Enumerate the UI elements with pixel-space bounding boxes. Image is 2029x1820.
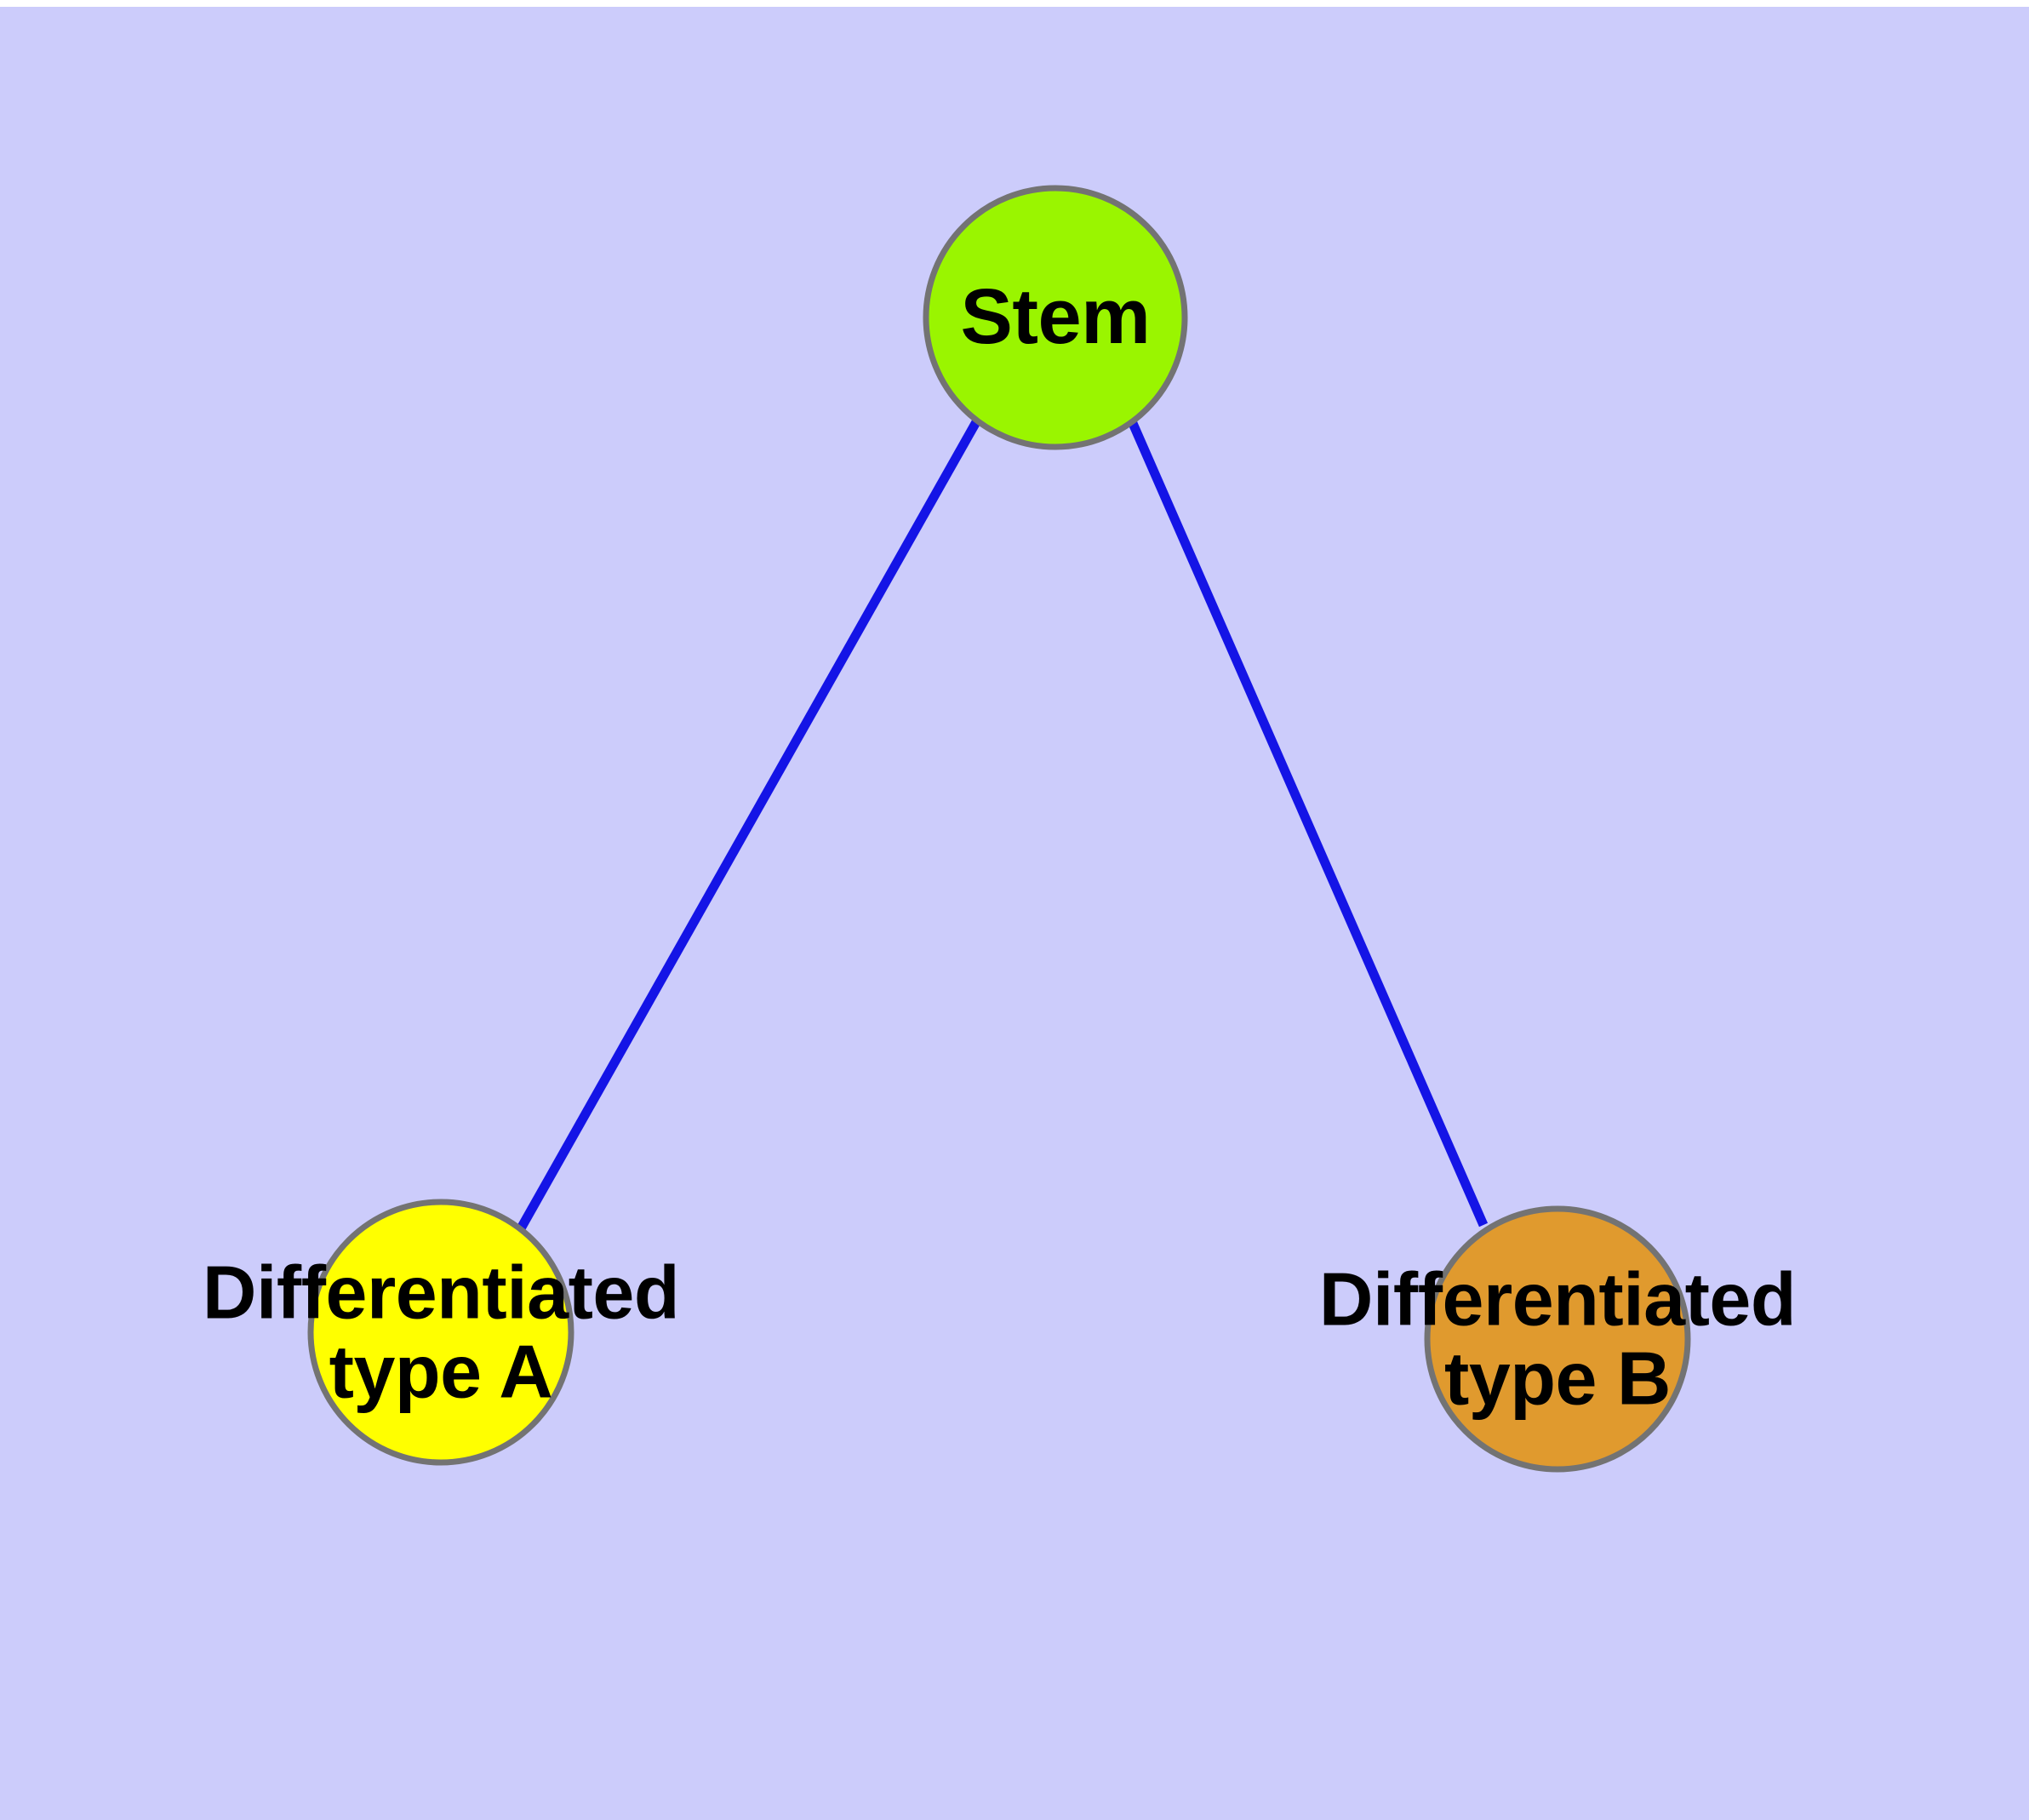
edge-stem-to-differentiated-type-a bbox=[517, 418, 981, 1231]
edge-layer bbox=[517, 418, 1489, 1231]
node-differentiated-type-b[interactable] bbox=[1424, 1205, 1691, 1473]
node-stem[interactable] bbox=[923, 185, 1188, 450]
node-layer bbox=[307, 185, 1691, 1473]
edge-stem-to-differentiated-type-b bbox=[1127, 419, 1489, 1228]
node-differentiated-type-a[interactable] bbox=[307, 1199, 574, 1466]
